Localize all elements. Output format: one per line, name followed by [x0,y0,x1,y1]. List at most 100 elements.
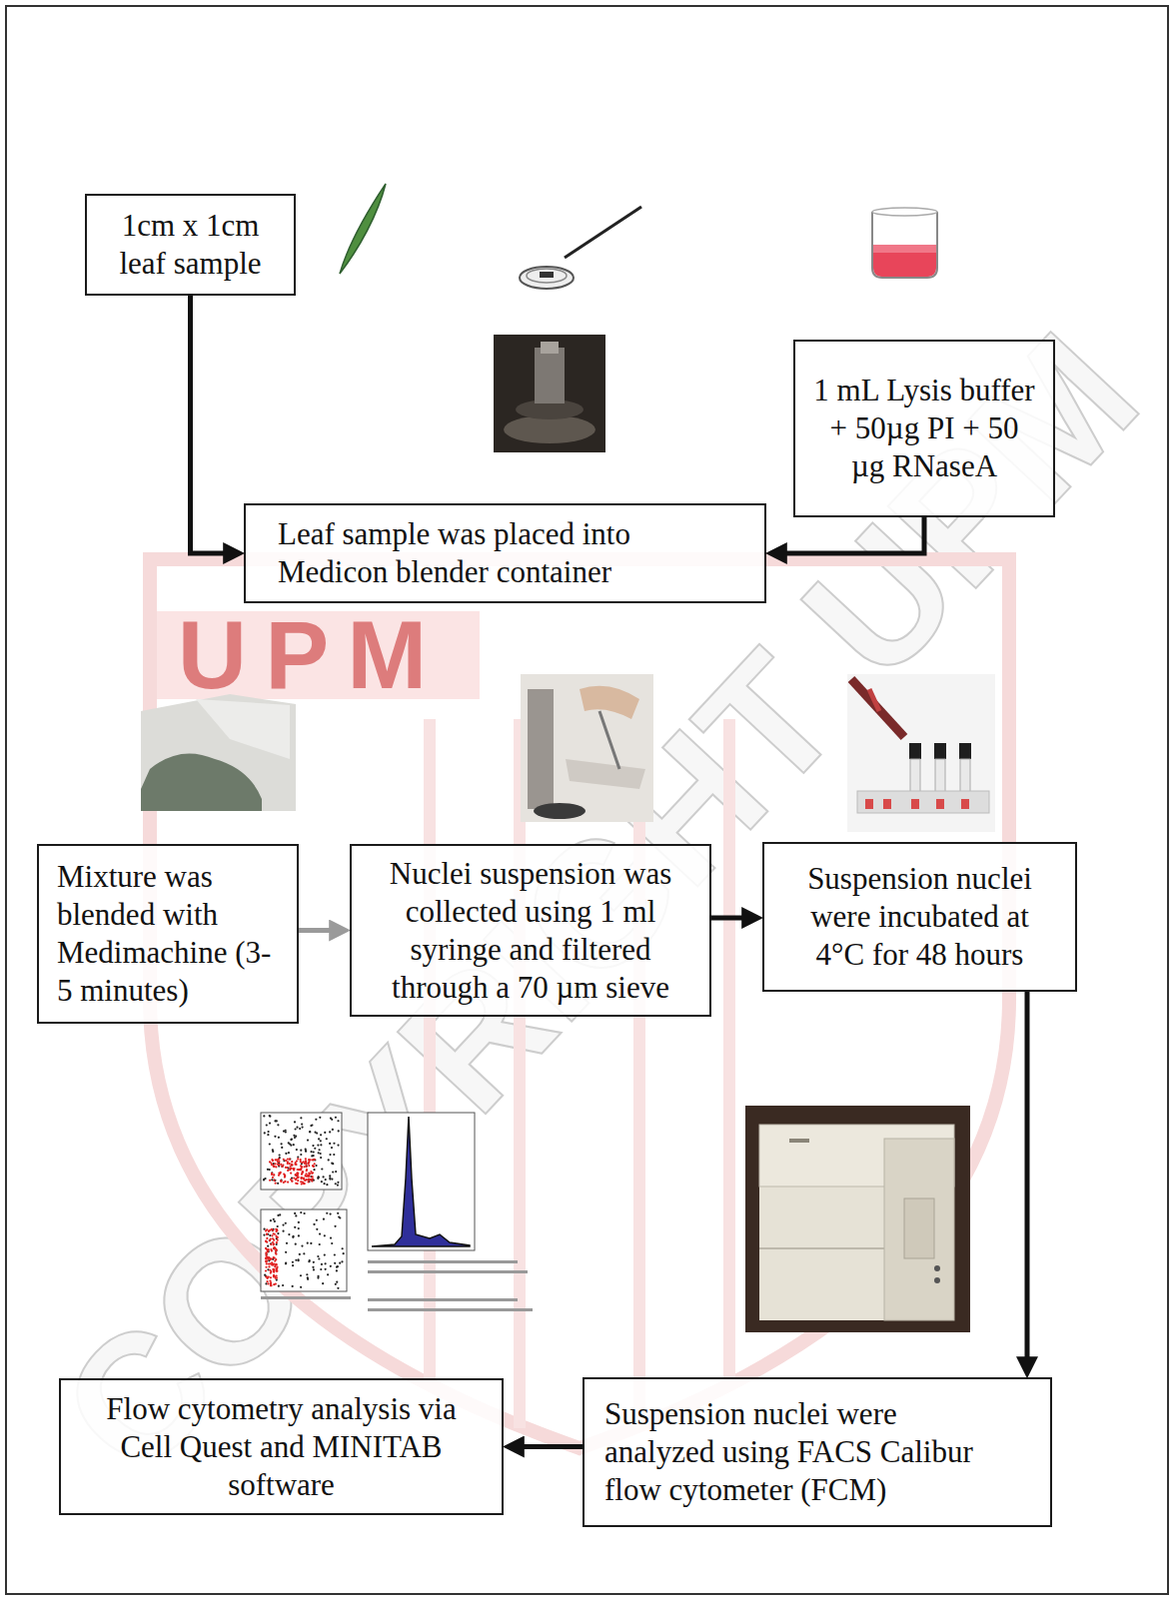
plot-dot [268,1143,271,1146]
plot-dot [290,1138,293,1141]
plot-dot [294,1128,297,1131]
plot-dot [319,1144,322,1147]
plot-dot [272,1218,275,1221]
plot-dot [307,1162,310,1165]
crest-stripes [429,719,730,1429]
plot-dot [334,1283,337,1286]
plot-dot [266,1282,269,1285]
plot-dot [299,1117,302,1120]
plot-dot [342,1252,345,1255]
flow-arrow [778,517,925,554]
plot-dot [336,1183,339,1186]
input-box: 1 mL Lysis buffer + 50µg PI + 50 µg RNas… [793,339,1056,518]
plot-dot [336,1287,339,1290]
plot-dot [300,1176,303,1179]
plot-dot [330,1147,333,1150]
plot-dot [268,1269,271,1272]
plot-dot [287,1233,290,1236]
plot-dot [294,1182,297,1185]
plot-dot [335,1281,338,1284]
plot-dot [292,1135,295,1138]
plot-dot [290,1164,293,1167]
plot-dot [272,1263,275,1266]
plot-dot [303,1163,306,1166]
plot-dot [273,1220,276,1223]
plot-dot [291,1168,294,1171]
plot-dot [270,1164,273,1167]
plot-dot [304,1151,307,1154]
plot-dot [327,1159,330,1162]
plot-dot [328,1143,331,1146]
plot-dot [269,1242,272,1245]
plot-dot [307,1174,310,1177]
plot-dot [307,1159,310,1162]
plot-dot [296,1179,299,1182]
plot-dot [263,1132,266,1135]
plot-dot [274,1282,277,1285]
plot-dot [316,1276,319,1279]
plot-dot [293,1212,296,1215]
plot-dot [272,1274,275,1277]
plot-dot [296,1259,299,1262]
plot-dot [275,1269,278,1272]
plot-dot [269,1276,272,1279]
plot-dot [279,1164,282,1167]
tubes-photo [847,674,996,833]
plot-dot [329,1265,332,1268]
plot-dot [296,1175,299,1178]
plot-dot [268,1179,271,1182]
page-frame [5,5,1169,1595]
plot-dot [296,1156,299,1159]
plot-dot [280,1143,283,1146]
plot-dot [312,1223,315,1226]
plot-dot [289,1139,292,1142]
plot-dot [273,1256,276,1259]
plot-dot [271,1160,274,1163]
plot-dot [272,1274,275,1277]
plot-dot [295,1127,298,1130]
plot-dot [307,1165,310,1168]
plot-dot [299,1161,302,1164]
plot-dot [318,1117,321,1120]
plot-dot [320,1263,323,1266]
plot-dot [279,1180,282,1183]
plot-dot [318,1243,321,1246]
plot-dot [322,1182,325,1185]
plot-dot [306,1242,309,1245]
plot-dot [307,1177,310,1180]
plot-dot [269,1219,272,1222]
plot-dot [276,1232,279,1235]
process-box: Suspension nuclei were analyzed using FA… [582,1377,1053,1528]
plot-dot [310,1124,313,1127]
plot-dot [264,1255,267,1258]
plot-dot [326,1273,329,1276]
plot-dot [336,1265,339,1268]
plot-dot [282,1159,285,1162]
plot-dot [322,1218,325,1221]
plot-dot [274,1251,277,1254]
logo-text: UPM [142,611,480,700]
plot-dot [275,1270,278,1273]
plot-dot [283,1175,286,1178]
plot-dot [276,1182,279,1185]
plot-dot [333,1262,336,1265]
plot-dot [314,1165,317,1168]
plot-dot [289,1172,292,1174]
plot-dot [312,1155,315,1158]
plot-dot [288,1143,291,1146]
plot-dot [316,1177,319,1180]
plot-dot [331,1171,334,1174]
plot-dot [300,1177,303,1180]
plot-dot [298,1253,301,1256]
plot-dot [282,1174,285,1176]
plot-dot [269,1248,272,1251]
plot-dot [276,1239,279,1242]
plot-dot [264,1269,267,1272]
plot-dot [264,1282,267,1285]
box-text: Flow cytometry analysis via Cell Quest a… [80,1390,482,1505]
plot-dot [313,1159,316,1162]
plot-dot [288,1158,291,1161]
plot-dot [262,1233,265,1236]
plot-dot [319,1140,322,1143]
